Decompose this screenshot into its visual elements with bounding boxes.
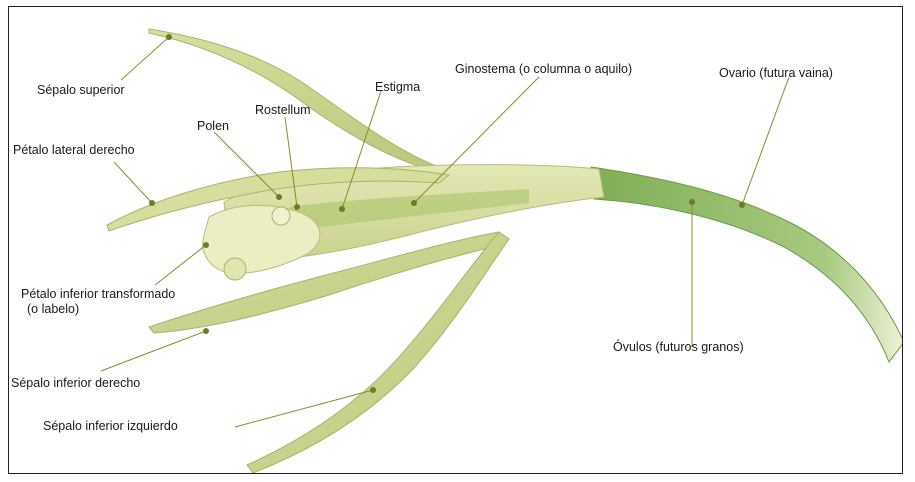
- label-rostellum: Rostellum: [255, 103, 311, 118]
- leader-lines: [101, 37, 789, 427]
- label-sepalo-inferior-derecho: Sépalo inferior derecho: [11, 376, 140, 391]
- sepalo-superior-shape: [149, 29, 449, 175]
- label-ovario: Ovario (futura vaina): [719, 66, 833, 81]
- label-estigma: Estigma: [375, 80, 420, 95]
- labelo-shape: [203, 205, 320, 273]
- label-petalo-lateral-derecho: Pétalo lateral derecho: [13, 143, 135, 158]
- diagram-frame: Sépalo superior Pétalo lateral derecho P…: [8, 6, 903, 474]
- label-ovulos: Óvulos (futuros granos): [613, 340, 744, 355]
- ovario-shape: [591, 167, 903, 362]
- label-petalo-inferior-line1: Pétalo inferior transformado: [21, 287, 175, 302]
- label-sepalo-superior: Sépalo superior: [37, 83, 125, 98]
- labelo-curl: [224, 258, 246, 280]
- polen-mass: [272, 207, 290, 225]
- label-polen: Polen: [197, 119, 229, 134]
- label-ginostema: Ginostema (o columna o aquilo): [455, 62, 632, 77]
- label-sepalo-inferior-izquierdo: Sépalo inferior izquierdo: [43, 419, 178, 434]
- label-petalo-inferior-line2: (o labelo): [27, 302, 79, 317]
